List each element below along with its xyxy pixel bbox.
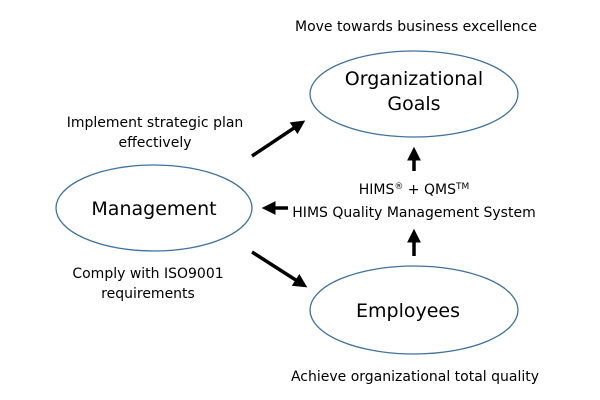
caption-goals-top: Move towards business excellence [295, 19, 537, 35]
employees-ellipse [309, 265, 519, 355]
hims-text: HIMS [359, 182, 395, 198]
goals-label-line1: Organizational [345, 68, 483, 90]
caption-iso-line2: requirements [101, 286, 195, 302]
management-ellipse [55, 164, 253, 252]
management-label: Management [91, 198, 216, 220]
employees-label: Employees [356, 300, 460, 322]
caption-strategic-line1: Implement strategic plan [67, 115, 244, 131]
registered-mark: ® [394, 182, 403, 192]
arrow-management-to-employees [251, 250, 308, 288]
trademark-mark: TM [455, 182, 469, 192]
goals-ellipse [309, 50, 519, 138]
hims-line2: HIMS Quality Management System [292, 205, 535, 221]
hims-plus-qms: + QMS [403, 182, 456, 198]
arrow-management-to-goals [251, 120, 306, 158]
caption-employees-bottom: Achieve organizational total quality [291, 369, 539, 385]
caption-iso-line1: Comply with ISO9001 [72, 266, 223, 282]
hims-line1: HIMS® + QMSTM [359, 182, 470, 198]
goals-label-line2: Goals [387, 93, 440, 115]
caption-strategic-line2: effectively [118, 135, 191, 151]
